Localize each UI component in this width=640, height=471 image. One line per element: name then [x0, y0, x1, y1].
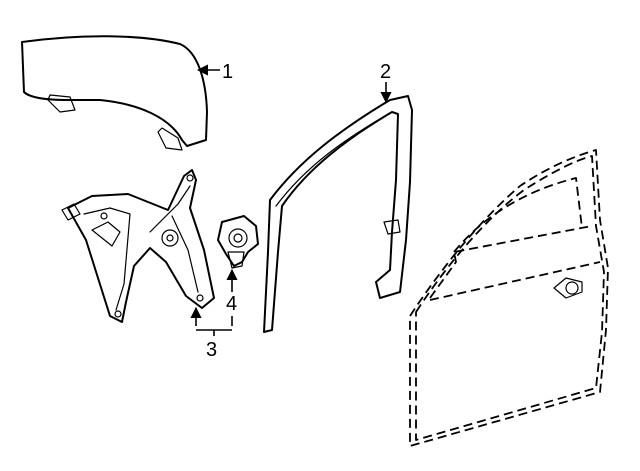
callout-3: 3 — [206, 339, 217, 361]
callout-1: 1 — [222, 61, 233, 83]
window-regulator — [61, 169, 215, 323]
window-glass — [21, 35, 208, 151]
regulator-motor — [217, 215, 259, 269]
glass-run-channel — [263, 95, 413, 333]
callout-2: 2 — [380, 61, 391, 83]
front-door-outline — [409, 149, 609, 447]
callout-4: 4 — [226, 293, 237, 315]
